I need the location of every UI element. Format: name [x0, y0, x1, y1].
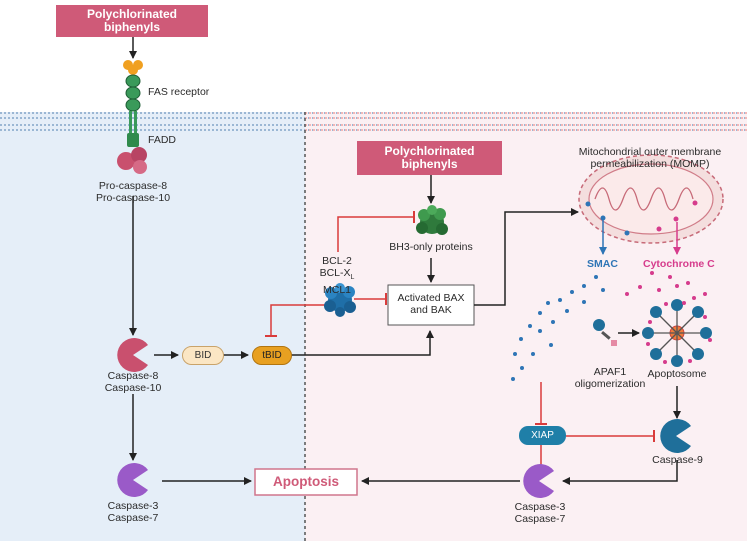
- fadd-label: FADD: [148, 134, 177, 146]
- arrow-caspase9-to-caspase3: [562, 460, 678, 485]
- bax-bak-label: Activated BAX and BAK: [388, 292, 474, 316]
- bh3-label: BH3-only proteins: [389, 241, 473, 253]
- inhibit-bcl2-bh3: [337, 211, 415, 252]
- smac-molecules: [511, 275, 605, 381]
- bcl-2-text: BCL-2: [322, 255, 352, 267]
- cell-membrane: [0, 112, 747, 131]
- caspase-3-left-text: Caspase-3: [107, 500, 159, 512]
- arrow-bax-to-mitochondria: [474, 208, 579, 306]
- cytochrome-c-label: Cytochrome C: [643, 258, 715, 270]
- bcl-xl-text: BCL-X: [319, 267, 351, 279]
- tbid-pill: tBID: [252, 346, 292, 365]
- smac-label: SMAC: [587, 258, 618, 270]
- apoptosis-box: [254, 468, 358, 496]
- pcb-top-line2: biphenyls: [103, 20, 160, 34]
- caspase-8-text: Caspase-8: [107, 370, 159, 382]
- bcl-family-label: BCL-2 BCL-XL MCL1: [306, 255, 368, 296]
- mcl1-text: MCL1: [322, 284, 351, 297]
- caspase-3-right-label: Caspase-3 Caspase-7: [505, 501, 575, 525]
- bax-text: Activated BAX: [397, 292, 465, 304]
- procaspase-10-text: Pro-caspase-10: [95, 192, 171, 204]
- apaf1-icon: [593, 319, 617, 346]
- fas-receptor-label: FAS receptor: [148, 86, 210, 98]
- caspase-9-icon: [660, 419, 691, 453]
- xiap-label: XIAP: [531, 430, 554, 441]
- caspase-3-right-icon: [523, 464, 554, 498]
- xiap-shape: [519, 426, 566, 445]
- momp-label: Mitochondrial outer membrane permeabiliz…: [560, 146, 740, 170]
- cytoplasm-left-panel: [0, 112, 305, 541]
- bcl-xl-subscript: L: [350, 274, 355, 282]
- caspase-7-right-text: Caspase-7: [514, 513, 566, 525]
- arrow-tbid-to-bax: [290, 330, 434, 356]
- caspase-10-text: Caspase-10: [104, 382, 162, 394]
- bak-text: and BAK: [410, 304, 452, 316]
- momp-line2: permeabilization (MOMP): [590, 158, 710, 170]
- caspase-8-icon: [117, 337, 148, 373]
- cytochrome-c-molecules: [625, 271, 707, 300]
- bid-pill: BID: [182, 346, 224, 365]
- procaspase-8-text: Pro-caspase-8: [98, 180, 168, 192]
- apaf1-text: APAF1: [593, 366, 627, 378]
- caspase-9-label: Caspase-9: [652, 454, 703, 466]
- inhibit-bcl2-tbid: [265, 304, 325, 337]
- procaspase-label: Pro-caspase-8 Pro-caspase-10: [93, 180, 173, 204]
- apoptosome-icon: [642, 299, 712, 367]
- apoptosome-label: Apoptosome: [647, 368, 707, 380]
- pcb-top-line1: Polychlorinated: [86, 7, 178, 21]
- caspase-3-left-label: Caspase-3 Caspase-7: [98, 500, 168, 524]
- caspase-3-right-text: Caspase-3: [514, 501, 566, 513]
- pcb-mid-line2: biphenyls: [401, 157, 458, 171]
- oligomerization-text: oligomerization: [574, 378, 646, 390]
- bcl2-protein-icon: [324, 283, 356, 317]
- apoptosis-label: Apoptosis: [273, 474, 339, 489]
- momp-line1: Mitochondrial outer membrane: [578, 146, 722, 158]
- procaspase-8-icon: [117, 147, 147, 174]
- fas-receptor-icon: [123, 60, 143, 147]
- mitochondrion-icon: [578, 154, 724, 244]
- caspase-7-left-text: Caspase-7: [107, 512, 159, 524]
- caspase-3-left-icon: [117, 462, 148, 498]
- pcb-mid-line1: Polychlorinated: [384, 144, 475, 158]
- apaf1-label: APAF1 oligomerization: [570, 366, 650, 390]
- bh3-protein-icon: [416, 205, 448, 235]
- caspase-8-label: Caspase-8 Caspase-10: [98, 370, 168, 394]
